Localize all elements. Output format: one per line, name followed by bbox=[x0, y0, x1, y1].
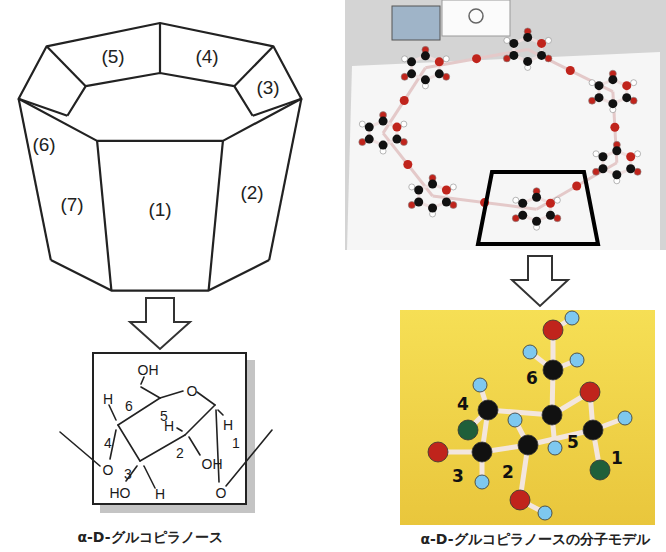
cone-edge bbox=[51, 260, 269, 291]
glucose-model bbox=[428, 311, 632, 520]
bond-line bbox=[109, 405, 116, 420]
atom-label: O bbox=[103, 462, 114, 478]
bond-line bbox=[197, 392, 215, 405]
face-number: (7) bbox=[60, 194, 83, 216]
model-photo: 6 4 5 1 2 3 bbox=[400, 310, 655, 525]
atom-label: O bbox=[216, 485, 227, 501]
structure-box: OHH6O5HH142OHO3HOHO bbox=[92, 352, 247, 505]
bond-line bbox=[118, 398, 160, 425]
bond-line bbox=[141, 377, 144, 384]
cone-edge bbox=[269, 99, 301, 260]
carbon-number: 6 bbox=[526, 368, 538, 388]
cone-edge bbox=[19, 99, 68, 116]
carbon-number: 2 bbox=[502, 462, 514, 482]
carbon-number: 5 bbox=[567, 432, 579, 452]
carbon-number: 4 bbox=[457, 394, 469, 414]
cone-edge bbox=[209, 141, 223, 291]
atom-label: 2 bbox=[176, 445, 184, 461]
carbon-number: 1 bbox=[611, 448, 623, 468]
cyclodextrin-cone bbox=[19, 23, 302, 291]
face-number: (2) bbox=[240, 182, 263, 204]
model-photo-ground bbox=[400, 310, 655, 525]
cone-edge bbox=[253, 99, 302, 116]
atom-label: O bbox=[187, 383, 198, 399]
cone-edge bbox=[19, 99, 51, 260]
bond-line bbox=[160, 391, 183, 398]
bond-line bbox=[118, 425, 140, 461]
atom-label: H bbox=[103, 391, 113, 407]
cone-edge bbox=[97, 141, 111, 291]
bond-line bbox=[218, 410, 223, 415]
caption: α-D-グルコピラノースの分子モデル bbox=[420, 531, 649, 549]
block-arrow bbox=[512, 256, 568, 306]
atom-label: H bbox=[223, 417, 233, 433]
atom-label: 6 bbox=[125, 398, 133, 414]
cone-edge bbox=[19, 23, 302, 141]
bond-line bbox=[226, 430, 272, 486]
model-photo-top bbox=[345, 0, 666, 250]
bond-line bbox=[177, 428, 182, 431]
face-number: (3) bbox=[256, 77, 279, 99]
bond-line bbox=[60, 432, 100, 466]
carbon-number: 3 bbox=[452, 466, 464, 486]
atom-label: HO bbox=[110, 485, 131, 501]
bond-line bbox=[141, 387, 160, 398]
block-arrow bbox=[130, 298, 190, 349]
face-number: (6) bbox=[32, 134, 55, 156]
caption: α-D-グルコピラノース bbox=[77, 529, 222, 547]
atom-label: H bbox=[155, 486, 165, 502]
face-number: (5) bbox=[101, 46, 124, 68]
atom-label: 3 bbox=[124, 466, 132, 482]
atom-label: OH bbox=[202, 456, 223, 472]
bond-line bbox=[140, 435, 185, 461]
face-number: (4) bbox=[195, 46, 218, 68]
cone-edge bbox=[47, 46, 86, 86]
box-ground bbox=[92, 352, 247, 505]
bond-line bbox=[189, 437, 200, 455]
bond-line bbox=[144, 466, 155, 488]
cone-edge bbox=[67, 73, 252, 116]
atom-label: OH bbox=[138, 362, 159, 378]
atom-label: 4 bbox=[104, 435, 112, 451]
atom-label: H bbox=[164, 418, 174, 434]
cone-edge bbox=[159, 23, 161, 73]
atom-label: 1 bbox=[232, 435, 240, 451]
bond-line bbox=[185, 405, 215, 435]
face-number: (1) bbox=[148, 199, 171, 221]
